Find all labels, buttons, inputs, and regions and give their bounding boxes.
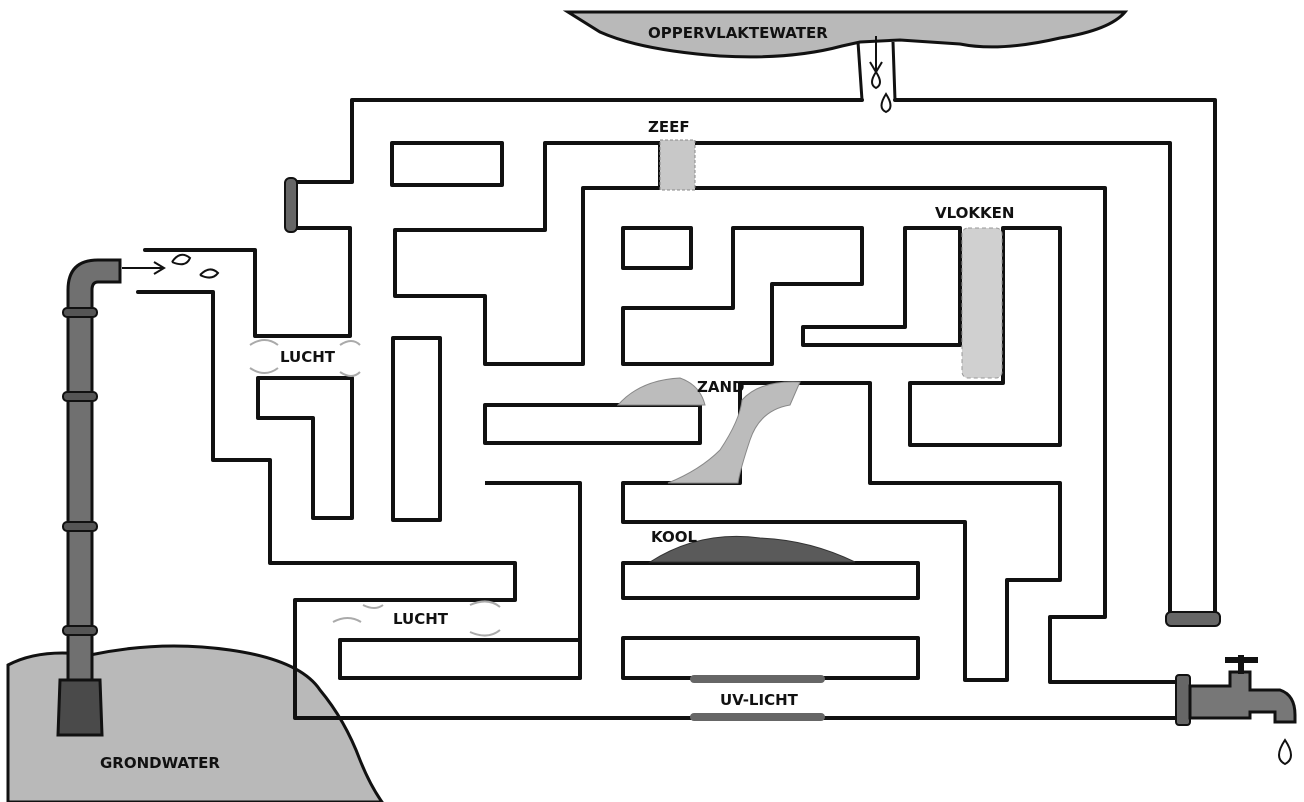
water-drop-icon bbox=[882, 94, 891, 112]
tap-connector bbox=[1176, 675, 1190, 725]
outlet-pipe-cap bbox=[1166, 612, 1220, 626]
air-swirl-icon bbox=[340, 341, 360, 376]
water-drop-icon bbox=[1279, 740, 1291, 764]
maze-block bbox=[623, 228, 691, 268]
label-sand: ZAND bbox=[697, 378, 745, 396]
uv-lamp bbox=[690, 675, 825, 683]
label-surface-water: OPPERVLAKTEWATER bbox=[648, 24, 828, 42]
arrow-icon bbox=[122, 262, 164, 274]
air-swirl-icon bbox=[470, 601, 500, 635]
uv-lamp bbox=[690, 713, 825, 721]
maze-block bbox=[340, 640, 580, 678]
label-flakes: VLOKKEN bbox=[935, 204, 1014, 222]
intake-pipe bbox=[68, 260, 120, 680]
maze-block bbox=[392, 143, 502, 185]
label-carbon: KOOL bbox=[651, 528, 697, 546]
maze-block bbox=[623, 563, 918, 598]
label-sieve: ZEEF bbox=[648, 118, 690, 136]
faucet-icon bbox=[1190, 672, 1295, 722]
sand-pile bbox=[618, 378, 705, 405]
maze-left-wall bbox=[145, 228, 350, 336]
label-air-bottom: LUCHT bbox=[393, 610, 449, 628]
maze-block bbox=[623, 638, 918, 678]
pipe-ring bbox=[63, 392, 97, 401]
microbe-icon bbox=[172, 255, 218, 278]
flakes-filter bbox=[962, 228, 1002, 378]
label-groundwater: GRONDWATER bbox=[100, 754, 220, 772]
pipe-ring bbox=[63, 522, 97, 531]
maze-block bbox=[258, 378, 352, 518]
air-swirl-icon bbox=[250, 340, 278, 373]
maze-block bbox=[393, 338, 440, 520]
pump-base bbox=[58, 680, 102, 735]
air-swirl-icon bbox=[333, 605, 383, 622]
water-drop-icon bbox=[872, 72, 880, 88]
label-uv-light: UV-LICHT bbox=[720, 691, 799, 709]
maze-block bbox=[485, 405, 700, 443]
pipe-ring bbox=[63, 626, 97, 635]
pipe-ring bbox=[63, 308, 97, 317]
label-air-top: LUCHT bbox=[280, 348, 336, 366]
pipe-cap bbox=[285, 178, 297, 232]
sieve-filter bbox=[660, 140, 695, 190]
